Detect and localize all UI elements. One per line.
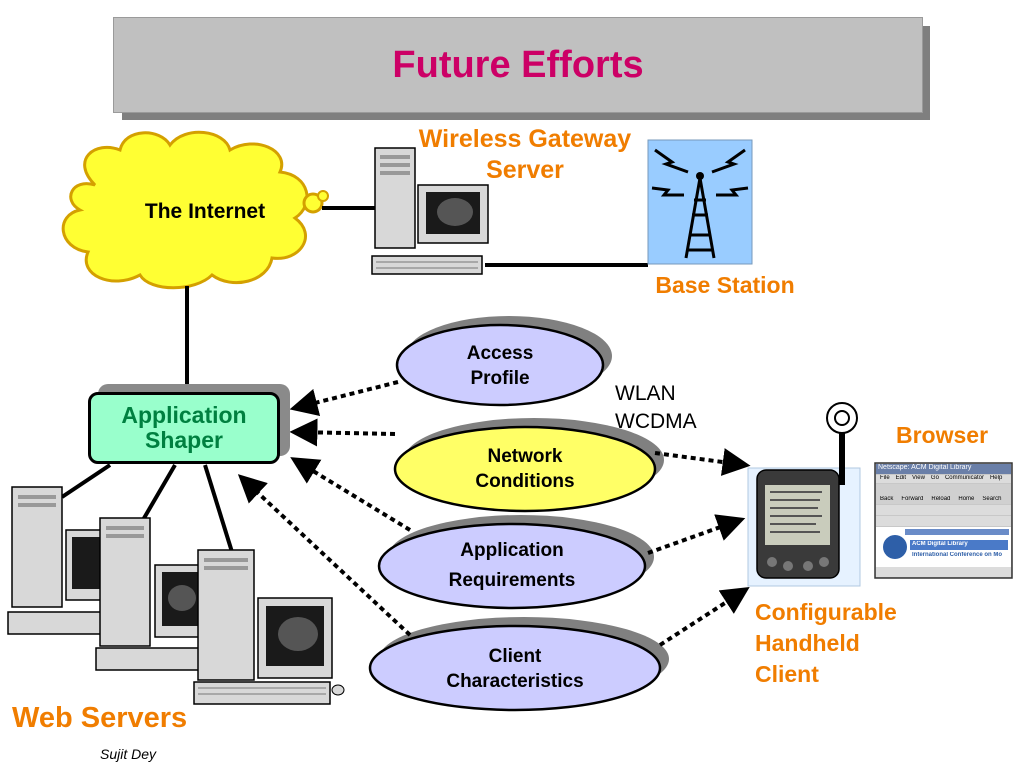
application-shaper-box: Application Shaper — [88, 392, 280, 464]
browser-window-title: Netscape: ACM Digital Library — [878, 464, 972, 471]
browser-menu-file: File — [880, 475, 890, 481]
browser-menu-help: Help — [989, 475, 1003, 481]
wlan-label: WLAN — [615, 382, 676, 405]
shaper-to-server2-line — [138, 463, 177, 527]
requirements-to-handheld-arrow — [647, 514, 746, 555]
wcdma-label: WCDMA — [615, 410, 697, 433]
handheld-label-line2: Handheld — [755, 630, 860, 656]
browser-menu-view: View — [912, 475, 925, 481]
browser-label: Browser — [896, 422, 989, 448]
network-conditions-line1: Network — [487, 446, 563, 467]
browser-forward: Forward — [901, 496, 924, 502]
internet-cloud — [61, 130, 329, 290]
shaper-to-server1-line — [60, 463, 112, 499]
access-profile-line1: Access — [466, 343, 534, 364]
client-to-handheld-arrow — [658, 586, 750, 647]
client-characteristics-arrow — [237, 474, 412, 637]
access-profile-arrow — [289, 380, 399, 417]
internet-label: The Internet — [144, 200, 266, 223]
browser-menu-bar: File Edit View Go Communicator Help — [880, 475, 1010, 481]
base-station-icon — [647, 139, 753, 265]
browser-reload: Reload — [931, 496, 951, 502]
web-servers-label: Web Servers — [12, 702, 188, 734]
browser-search: Search — [982, 496, 1002, 502]
gateway-label: Wireless Gateway Server — [395, 124, 655, 186]
app-requirements-arrow — [290, 457, 412, 532]
gateway-server-icon — [371, 147, 489, 275]
client-characteristics-oval — [368, 624, 662, 712]
browser-banner: ACM Digital Library — [912, 541, 968, 547]
browser-home: Home — [958, 496, 975, 502]
gateway-label-line1: Wireless Gateway — [418, 125, 632, 153]
handheld-label-line1: Configurable — [755, 599, 897, 625]
network-conditions-arrow — [289, 418, 396, 447]
client-characteristics-line2: Characteristics — [446, 671, 584, 692]
browser-window-icon — [874, 462, 1013, 579]
access-profile-oval — [395, 323, 605, 407]
browser-conference: International Conference on Mo — [912, 552, 1003, 558]
handheld-label-line3: Client — [755, 661, 819, 687]
handheld-label: Configurable Handheld Client — [755, 597, 897, 690]
web-server-icon — [193, 549, 345, 705]
web-server-icon — [95, 517, 211, 671]
browser-menu-edit: Edit — [895, 475, 907, 481]
browser-menu-communicator: Communicator — [944, 475, 984, 481]
client-characteristics-line1: Client — [488, 646, 542, 667]
browser-menu-go: Go — [930, 475, 939, 481]
base-station-label: Base Station — [655, 272, 795, 298]
access-profile-line2: Profile — [470, 368, 530, 389]
browser-toolbar: Back Forward Reload Home Search — [880, 496, 1010, 502]
app-requirements-oval — [377, 522, 647, 610]
wireless-tech-label: WLAN WCDMA — [615, 380, 697, 436]
handheld-device-icon — [747, 402, 861, 587]
network-conditions-line2: Conditions — [475, 471, 575, 492]
app-requirements-line1: Application — [460, 540, 564, 561]
network-conditions-oval — [393, 425, 657, 513]
shaper-label-line2: Shaper — [145, 427, 223, 453]
shaper-label-line1: Application — [121, 402, 247, 428]
network-to-handheld-arrow — [654, 448, 751, 476]
title-banner: Future Efforts — [113, 17, 923, 113]
page-title: Future Efforts — [392, 43, 644, 86]
author-label: Sujit Dey — [100, 746, 157, 762]
gateway-label-line2: Server — [486, 156, 564, 184]
app-requirements-line2: Requirements — [448, 570, 576, 591]
browser-back: Back — [880, 496, 894, 502]
shaper-to-server3-line — [203, 464, 234, 553]
